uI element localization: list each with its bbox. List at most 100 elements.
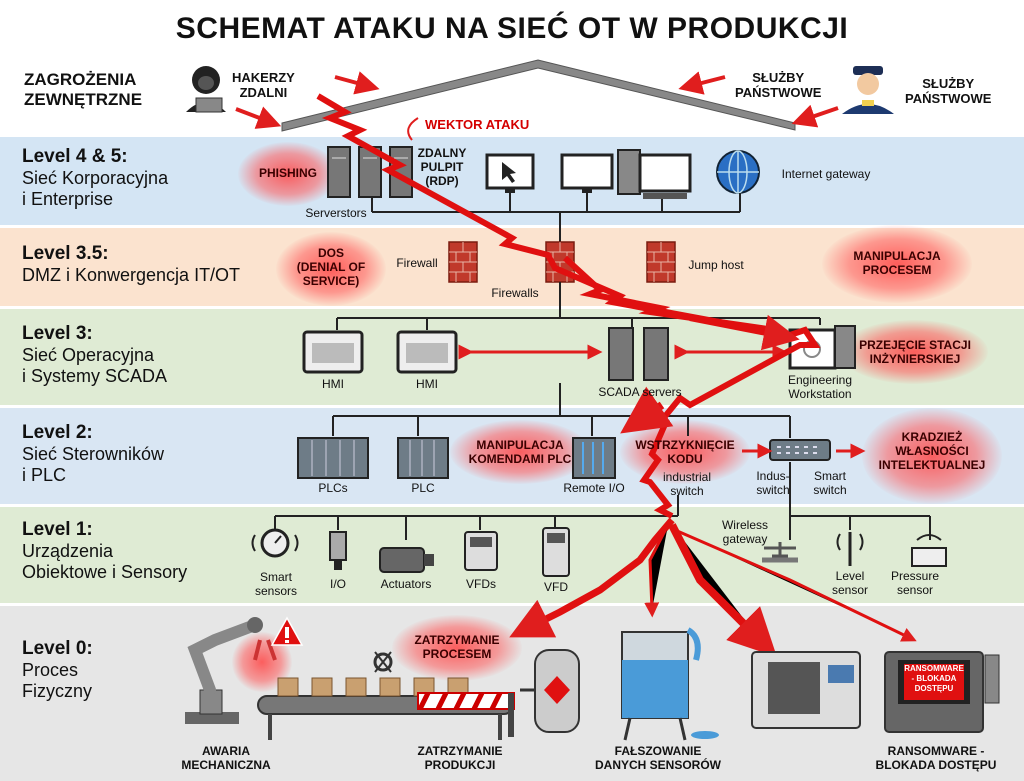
firewall-label: Firewall — [396, 256, 438, 270]
level-3-label: Level 3: Sieć Operacyjna i Systemy SCADA — [22, 323, 167, 387]
scada-servers-label: SCADA servers — [598, 385, 682, 399]
attack-glow-takeover — [840, 320, 988, 384]
vfd-single-icon — [542, 527, 570, 577]
level-1-title: Level 1: — [22, 519, 93, 540]
attack-glow-dos — [276, 232, 386, 306]
robot-arm-icon — [185, 617, 277, 724]
remote-io-icon — [572, 437, 616, 479]
sensor-data-falsification-label: FAŁSZOWANIE DANYCH SENSORÓW — [594, 744, 721, 772]
chemical-tank-icon — [520, 649, 580, 733]
attack-glow-stop — [392, 615, 522, 681]
serverstors-label: Serverstors — [305, 206, 367, 220]
hmi-panel-2-icon — [396, 330, 458, 374]
vfd-label: VFD — [544, 580, 568, 594]
ransomware-screen-text: RANSOMWARE - BLOKADA DOSTĘPU — [904, 664, 964, 693]
ransomware-label: RANSOMWARE - BLOKADA DOSTĘPU — [875, 744, 997, 772]
level-sensor-label: Level sensor — [831, 569, 869, 597]
desktop-computer-icon — [560, 149, 692, 199]
wireless-gateway-label: Wireless gateway — [721, 518, 768, 546]
level-3-5-title: Level 3.5: — [22, 243, 109, 264]
hmi-1-label: HMI — [322, 377, 344, 391]
mechanical-failure-label: AWARIA MECHANICZNA — [181, 744, 271, 772]
level-sensor-antenna-icon — [836, 532, 864, 566]
ransomware-computer-icon — [884, 651, 1000, 733]
production-stop-label: ZATRZYMANIE PRODUKCJI — [417, 744, 503, 772]
warning-triangle-icon — [270, 616, 304, 646]
smart-sensor-gauge-icon — [251, 528, 299, 558]
police-officer-icon — [842, 66, 894, 114]
level-1-desc: Urządzenia Obiektowe i Sensory — [22, 541, 188, 582]
firewall-left-icon — [448, 241, 478, 283]
firewalls-label: Firewalls — [491, 286, 539, 300]
level-4-5-label: Level 4 & 5: Sieć Korporacyjna i Enterpr… — [22, 146, 168, 210]
gov-services-right-label: SŁUŻBY PAŃSTWOWE — [905, 76, 992, 106]
hmi-2-label: HMI — [416, 377, 438, 391]
actuators-label: Actuators — [380, 577, 432, 591]
cnc-machine-icon — [751, 651, 861, 729]
plc-label: PLC — [411, 481, 435, 495]
level-3-title: Level 3: — [22, 323, 93, 344]
level-4-5-desc: Sieć Korporacyjna i Enterprise — [22, 168, 169, 209]
phishing-attack-label: PHISHING — [258, 166, 317, 180]
level-2-desc: Sieć Sterowników i PLC — [22, 444, 165, 485]
page-title: SCHEMAT ATAKU NA SIEĆ OT W PRODUKCJI — [175, 12, 849, 45]
water-tank-icon — [621, 627, 719, 741]
rdp-label: ZDALNY PULPIT (RDP) — [417, 146, 467, 188]
indus-switch-label: Indus- switch — [756, 469, 790, 497]
plc-rack-icon — [397, 437, 449, 479]
level-3-5-label: Level 3.5: DMZ i Konwergencja IT/OT — [22, 243, 240, 286]
level-1-label: Level 1: Urządzenia Obiektowe i Sensory — [22, 519, 187, 583]
remote-io-label: Remote I/O — [563, 481, 625, 495]
plcs-label: PLCs — [318, 481, 348, 495]
io-module-icon — [329, 531, 347, 570]
engineering-takeover-label: PRZEJĘCIE STACJI INŻYNIERSKIEJ — [859, 338, 971, 366]
level-2-title: Level 2: — [22, 422, 93, 443]
roof-outline — [281, 59, 796, 132]
wireless-gateway-valve-icon — [762, 542, 798, 563]
actuator-motor-icon — [379, 547, 434, 573]
level-0-title: Level 0: — [22, 638, 93, 659]
level-3-desc: Sieć Operacyjna i Systemy SCADA — [22, 345, 168, 386]
vfds-label: VFDs — [466, 577, 496, 591]
level-4-5-title: Level 4 & 5: — [22, 146, 128, 167]
external-threats-label: ZAGROŻENIA ZEWNĘTRZNE — [24, 70, 143, 109]
broken-gear-icon — [373, 651, 393, 673]
code-injection-label: WSTRZYKNIĘCIE KODU — [635, 438, 735, 466]
corporate-servers-icon — [327, 146, 413, 198]
firewall-jump-host-icon — [646, 241, 676, 283]
plcs-rack-icon — [297, 437, 369, 479]
attack-glow-manip-proc — [822, 225, 972, 303]
gov-services-left-label: SŁUŻBY PAŃSTWOWE — [735, 70, 822, 100]
workstation-cursor-icon — [485, 153, 535, 193]
pressure-sensor-icon — [911, 534, 947, 567]
attack-glow-plc-cmd — [450, 420, 590, 484]
level-0-desc: Proces Fizyczny — [22, 660, 93, 701]
engineering-workstation-label: Engineering Workstation — [787, 373, 853, 401]
scada-servers-icon — [608, 327, 669, 381]
vfd-unit-icon — [464, 531, 498, 571]
level-3-5-desc: DMZ i Konwergencja IT/OT — [22, 265, 241, 285]
ip-theft-label: KRADZIEŻ WŁASNOŚCI INTELEKTUALNEJ — [878, 430, 986, 472]
smart-sensors-label: Smart sensors — [254, 570, 298, 598]
attack-glow-ip-theft — [862, 408, 1002, 504]
globe-icon — [716, 150, 760, 194]
pressure-sensor-label: Pressure sensor — [890, 569, 940, 597]
process-stop-label: ZATRZYMANIE PROCESEM — [414, 633, 500, 661]
process-manipulation-label: MANIPULACJA PROCESEM — [853, 249, 941, 277]
internet-gateway-label: Internet gateway — [781, 167, 871, 181]
attack-glow-phishing — [238, 142, 338, 206]
smart-switch-label: Smart switch — [813, 469, 847, 497]
remote-hackers-label: HAKERZY ZDALNI — [232, 70, 295, 100]
level-0-label: Level 0: Proces Fizyczny — [22, 638, 93, 702]
attack-vector-label: WEKTOR ATAKU — [425, 117, 530, 132]
hmi-panel-1-icon — [302, 330, 364, 374]
io-label: I/O — [329, 577, 346, 591]
band-level-1 — [0, 507, 1024, 603]
jump-host-label: Jump host — [688, 258, 744, 272]
dos-attack-label: DOS (DENIAL OF SERVICE) — [296, 246, 366, 288]
level-2-label: Level 2: Sieć Sterowników i PLC — [22, 422, 164, 486]
smart-switch-icon — [769, 439, 831, 461]
barrier-gate-icon — [417, 691, 515, 737]
